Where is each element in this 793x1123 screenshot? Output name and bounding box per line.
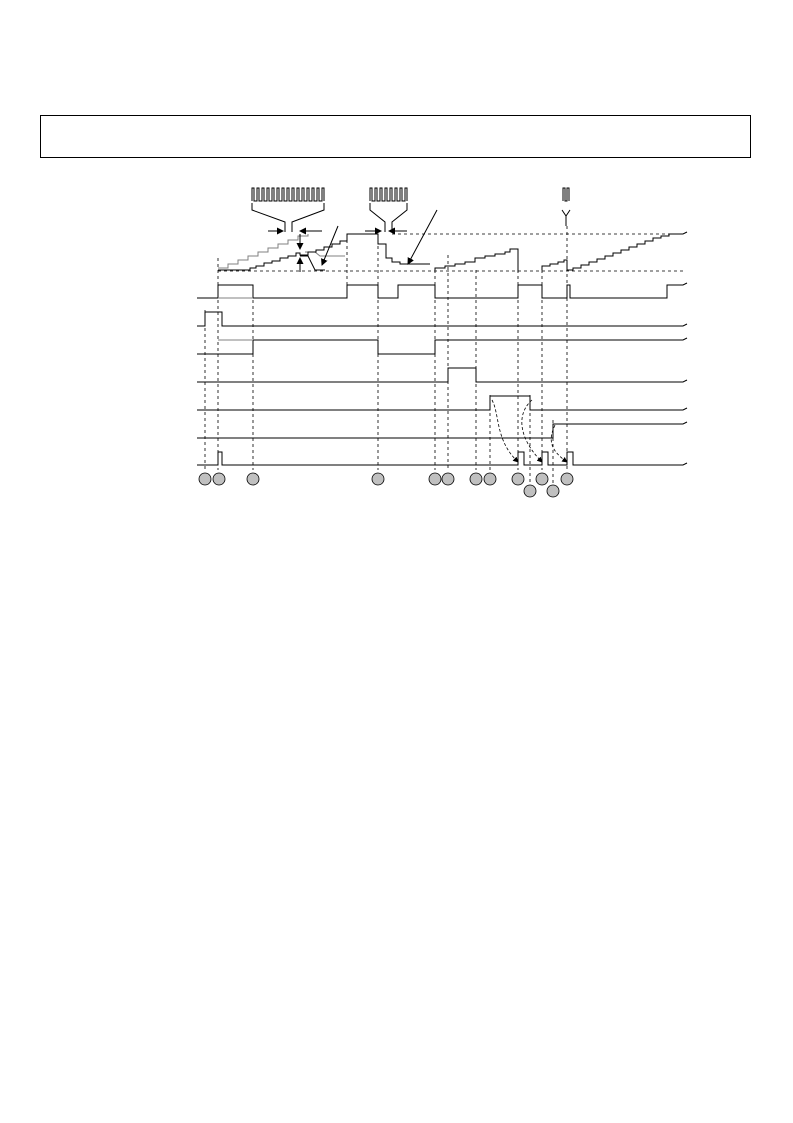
settle-dip xyxy=(300,255,325,271)
signal-row-7 xyxy=(197,451,688,466)
annotation-arrows xyxy=(268,209,438,272)
black-staircase-1 xyxy=(218,233,430,271)
signal-row-6 xyxy=(197,421,688,439)
event-marker xyxy=(535,472,549,486)
event-marker xyxy=(441,472,455,486)
event-marker xyxy=(428,472,442,486)
burst-2-bracket xyxy=(369,203,408,232)
signal-row-2 xyxy=(197,311,688,327)
clock-burst-1 xyxy=(251,187,325,202)
gray-staircase xyxy=(218,234,309,269)
event-marker xyxy=(483,472,497,486)
event-marker xyxy=(560,472,574,486)
signal-row-4 xyxy=(197,367,688,383)
event-marker xyxy=(246,472,260,486)
digital-signals xyxy=(197,282,688,466)
clock-pulse-3 xyxy=(562,187,570,202)
event-marker xyxy=(371,472,385,486)
signal-row-1 xyxy=(197,282,688,299)
signal-row-5 xyxy=(197,395,688,411)
analog-staircase xyxy=(218,231,688,272)
title-box xyxy=(40,115,751,158)
clock-burst-2 xyxy=(369,187,408,202)
pulse-3-pointer xyxy=(561,209,571,226)
burst-1-bracket xyxy=(251,203,325,232)
event-marker xyxy=(546,484,560,498)
dashed-guides xyxy=(204,226,685,485)
event-marker xyxy=(212,472,226,486)
event-marker xyxy=(469,472,483,486)
gray-settle xyxy=(305,251,345,257)
event-markers xyxy=(198,472,574,498)
black-staircase-2 xyxy=(434,248,519,272)
clock-burst-group xyxy=(251,187,571,232)
causal-arrows xyxy=(491,399,568,463)
event-marker xyxy=(198,472,212,486)
signal-row-3 xyxy=(197,337,688,355)
event-marker xyxy=(511,472,525,486)
black-staircase-3 xyxy=(541,231,688,271)
event-marker xyxy=(523,484,537,498)
